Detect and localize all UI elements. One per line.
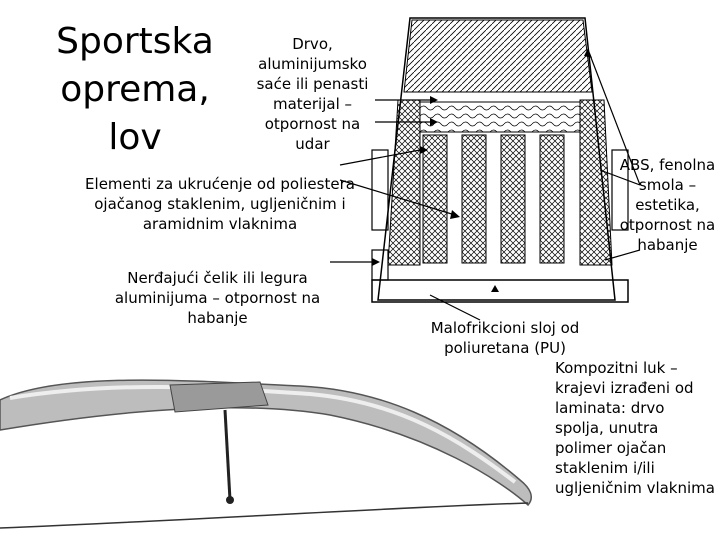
stabilizer-rod [223, 409, 232, 501]
label-stiffeners: Elementi za ukrućenje od poliestera ojač… [85, 175, 355, 233]
slide-title: Sportska oprema, lov [56, 21, 214, 158]
leader-lines [330, 54, 641, 321]
bow-riser [169, 381, 269, 413]
pu-base-layer [371, 279, 629, 303]
label-composite-bow: Kompozitni luk – krajevi izrađeni od lam… [555, 359, 715, 497]
side-walls [387, 99, 613, 266]
label-steel-edge: Nerđajući čelik ili legura aluminijuma –… [114, 269, 321, 327]
base-arrow-icon [491, 285, 499, 292]
top-layer [377, 17, 616, 301]
stiffening-ribs [422, 134, 565, 264]
bow-string [0, 502, 529, 529]
arrowheads [372, 48, 592, 266]
label-wood-core: Drvo, aluminijumsko saće ili penasti mat… [256, 35, 369, 153]
wood-core-layer [419, 101, 581, 133]
label-abs-top: ABS, fenolna smola – estetika, otpornost… [619, 156, 716, 254]
label-pu-base: Malofrikcioni sloj od poliuretana (PU) [430, 319, 580, 357]
